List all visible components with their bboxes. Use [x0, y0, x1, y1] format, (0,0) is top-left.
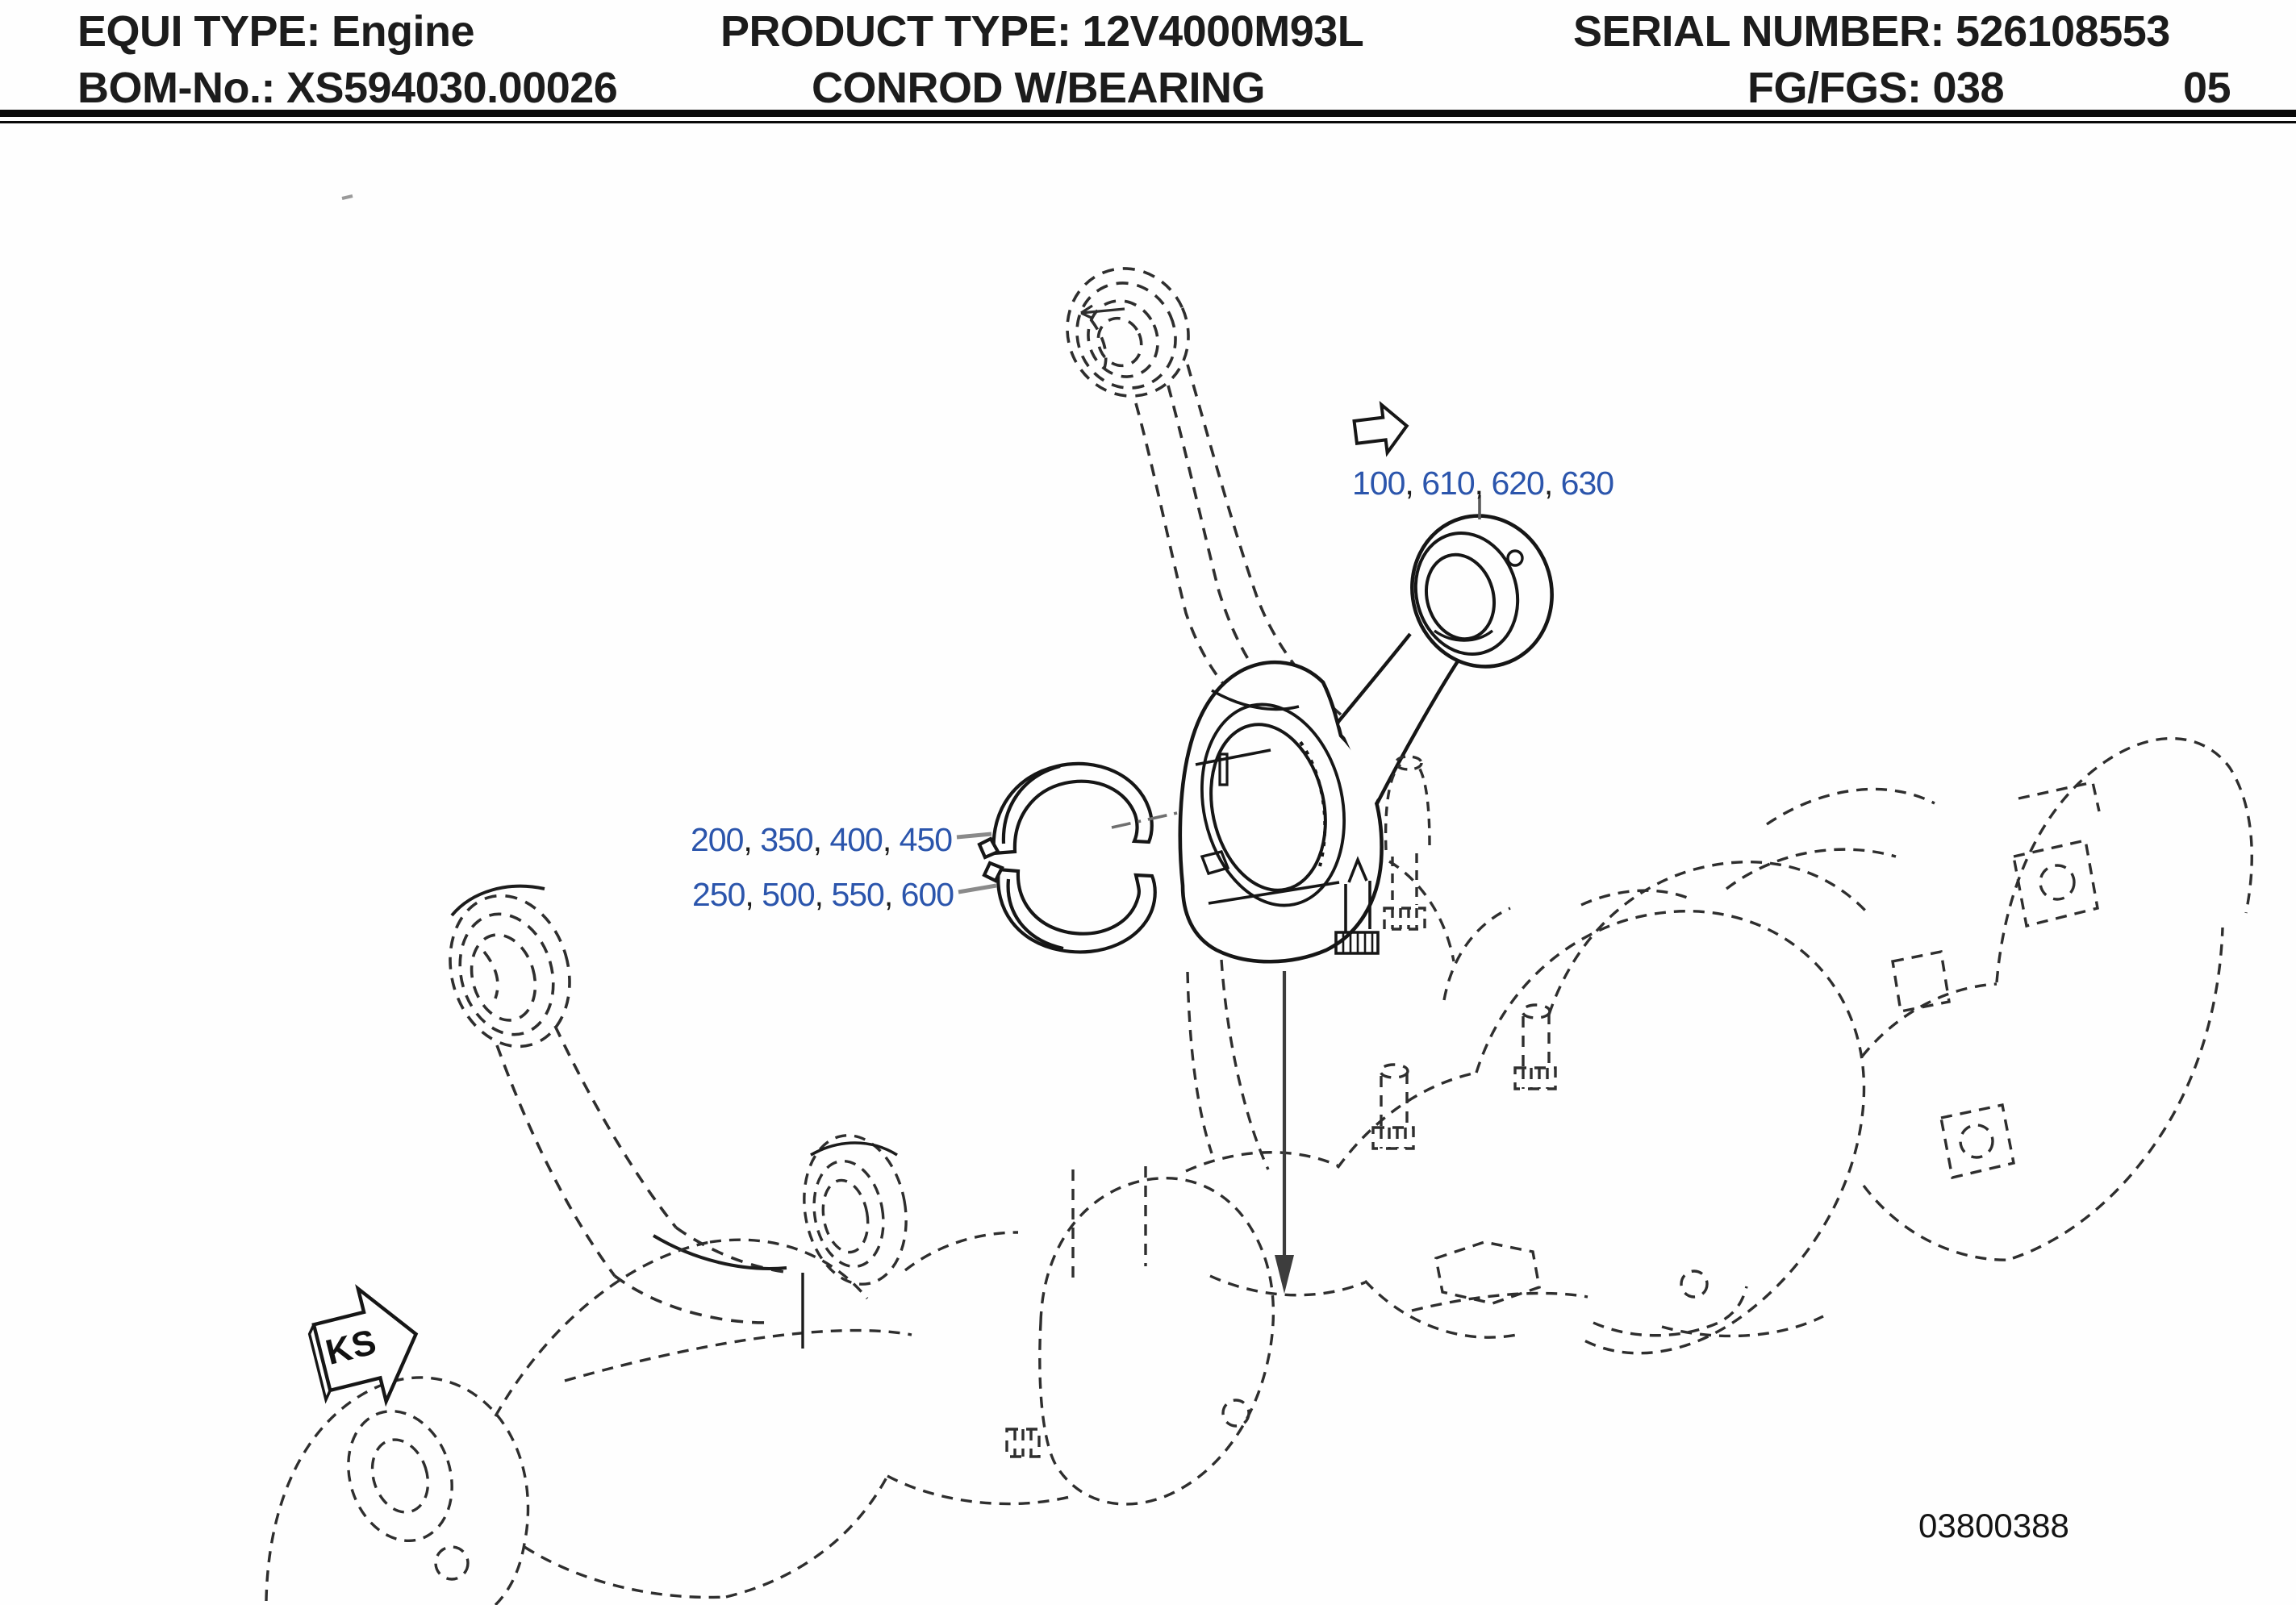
- cap-split-tab: [1218, 752, 1229, 786]
- bearing-lower-leader: [958, 883, 997, 894]
- part-number[interactable]: 600: [900, 876, 954, 913]
- header-rule-thick: [0, 110, 2296, 117]
- small-end-bore-edge: [1434, 629, 1494, 642]
- separator: ,: [814, 876, 832, 913]
- big-end-bore: [1209, 723, 1327, 892]
- separator: ,: [1474, 465, 1492, 502]
- crank-web-highlight: [652, 1234, 787, 1270]
- big-end-shoulder: [1211, 689, 1300, 711]
- part-number[interactable]: 500: [762, 876, 815, 913]
- fg-fgs: FG/FGS:038: [1747, 63, 2005, 113]
- conrod-small-end-ring: [1413, 531, 1520, 657]
- callout-conrod: 100, 610, 620, 630: [1352, 465, 1614, 502]
- separator: ,: [882, 821, 900, 858]
- drawing-number: 03800388: [1918, 1507, 2069, 1545]
- serial-number-label: SERIAL NUMBER:: [1573, 7, 1945, 56]
- separator: ,: [1543, 465, 1561, 502]
- cap-seam-line: [1208, 881, 1340, 905]
- conrod-shaft-edge-left: [1336, 632, 1412, 724]
- conrod-bolt-front: [1334, 856, 1380, 955]
- ghost-conrod-left: [449, 894, 791, 1324]
- product-type-label: PRODUCT TYPE:: [720, 7, 1071, 56]
- ks-direction-arrow: [307, 1284, 419, 1407]
- pin-mark-arrow: [1080, 304, 1125, 320]
- cap-foot-lug: [1200, 849, 1230, 876]
- ghost-conrod-upper: [1066, 267, 1342, 718]
- page-title: CONROD W/BEARING: [812, 64, 1265, 112]
- cap-split-line: [1195, 748, 1271, 766]
- big-end-bore-hatch: [1299, 740, 1327, 867]
- small-end-oil-hole: [1506, 549, 1524, 567]
- bom-number-value: XS594030.00026: [286, 64, 618, 112]
- product-type: PRODUCT TYPE:12V4000M93L: [720, 6, 1364, 56]
- conrod-solid: [1178, 514, 1554, 964]
- separator: ,: [745, 876, 762, 913]
- part-number[interactable]: 630: [1560, 465, 1614, 502]
- bearing-upper-leader: [956, 832, 992, 840]
- equi-type: EQUI TYPE:Engine: [77, 6, 475, 56]
- mounting-arrow: [1275, 971, 1294, 1294]
- serial-number: SERIAL NUMBER:526108553: [1573, 6, 2170, 56]
- product-type-value: 12V4000M93L: [1082, 7, 1364, 56]
- part-number[interactable]: 250: [692, 876, 745, 913]
- part-number[interactable]: 400: [829, 821, 883, 858]
- fg-fgs-label: FG/FGS:: [1747, 64, 1922, 112]
- equi-type-value: Engine: [332, 7, 475, 56]
- bearing-shell-upper: [977, 761, 1154, 860]
- bom-number: BOM-No.:XS594030.00026: [77, 63, 618, 113]
- conrod-bolt-rear: [1383, 755, 1431, 931]
- conrod-small-end-bore: [1424, 552, 1497, 641]
- part-number[interactable]: 200: [691, 821, 744, 858]
- header-rule-thin: [0, 121, 2296, 123]
- conrod-shaft-fill: [1339, 636, 1463, 803]
- separator: ,: [743, 821, 761, 858]
- part-number[interactable]: 350: [760, 821, 813, 858]
- part-number[interactable]: 100: [1352, 465, 1405, 502]
- callout-bearing-lower: 250, 500, 550, 600: [692, 876, 954, 914]
- separator: ,: [1405, 465, 1422, 502]
- bom-number-label: BOM-No.:: [77, 64, 275, 112]
- part-number[interactable]: 450: [899, 821, 953, 858]
- part-number[interactable]: 610: [1421, 465, 1475, 502]
- separator: ,: [812, 821, 830, 858]
- part-number[interactable]: 550: [831, 876, 884, 913]
- ghost-conrod-left-highlight: [450, 884, 545, 917]
- separator: ,: [883, 876, 901, 913]
- serial-number-value: 526108553: [1956, 7, 2170, 56]
- sheet-number: 05: [2183, 64, 2231, 112]
- crankshaft-phantom: [265, 736, 2253, 1605]
- equi-type-label: EQUI TYPE:: [77, 7, 321, 56]
- conrod-shaft-edge-right: [1375, 648, 1467, 807]
- bearing-shell-lower: [982, 861, 1157, 954]
- part-number[interactable]: 620: [1491, 465, 1544, 502]
- callout-bearing-upper: 200, 350, 400, 450: [691, 821, 953, 859]
- fg-fgs-value: 038: [1932, 64, 2005, 112]
- view-direction-arrow-icon: [1352, 400, 1409, 457]
- stray-mark: [341, 194, 353, 200]
- journal-ring-highlight: [810, 1141, 898, 1157]
